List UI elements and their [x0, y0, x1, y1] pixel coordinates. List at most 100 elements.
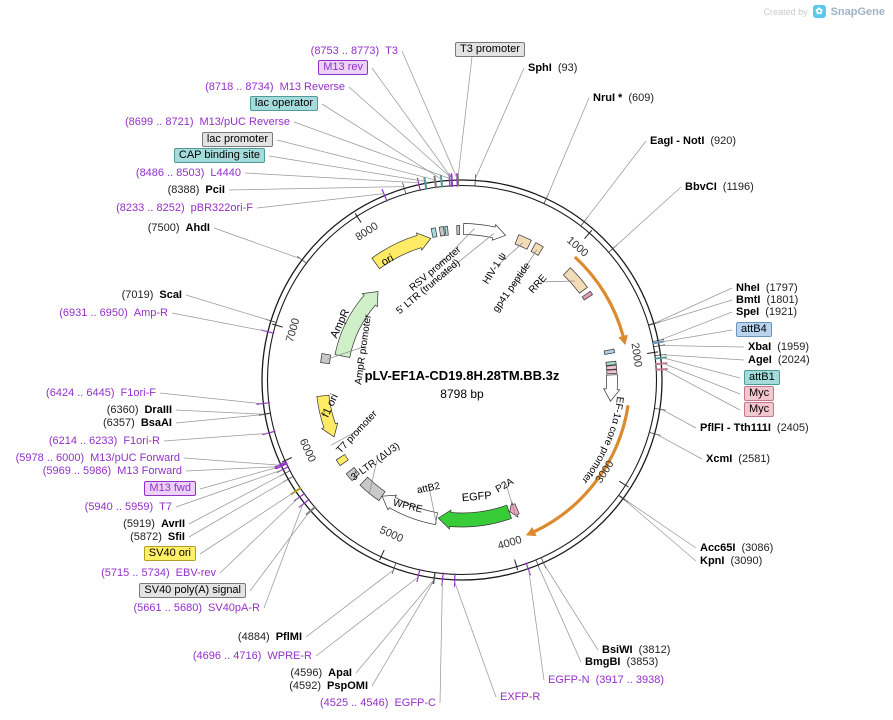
feature-3ltr-du3[interactable]	[359, 476, 386, 502]
callout-line	[199, 491, 295, 555]
inner-feature-label[interactable]: ori	[379, 252, 395, 268]
callout-line	[199, 466, 280, 490]
enzyme-label[interactable]: SpeI(1921)	[736, 305, 797, 319]
primer-label[interactable]: (6214 .. 6233)F1ori-R	[49, 434, 160, 448]
feature-misc-mark[interactable]	[581, 290, 593, 301]
feature-rre[interactable]	[562, 267, 588, 294]
cds-arc[interactable]	[533, 404, 630, 534]
feature-ampr[interactable]	[334, 291, 379, 358]
feature-f1-ori[interactable]	[316, 394, 339, 438]
callout-line	[228, 186, 404, 191]
enzyme-label[interactable]: EagI - NotI(920)	[650, 134, 736, 148]
callout-line	[655, 287, 733, 324]
primer-label[interactable]: (6424 .. 6445)F1ori-F	[46, 386, 156, 400]
enzyme-label[interactable]: NruI *(609)	[593, 91, 654, 105]
enzyme-label[interactable]: (8388)PciI	[168, 183, 225, 197]
feature-box-label[interactable]: CAP binding site	[173, 148, 265, 163]
primer-site-tick	[381, 188, 388, 202]
feature-box-label[interactable]: SV40 poly(A) signal	[139, 583, 246, 598]
feature-lac-operator[interactable]	[444, 225, 449, 236]
primer-label[interactable]: (5978 .. 6000)M13/pUC Forward	[16, 451, 180, 465]
feature-site-tick	[439, 174, 444, 188]
enzyme-label[interactable]: NheI(1797)	[736, 281, 798, 295]
site-name: AhdI	[185, 222, 210, 234]
feature-attB4[interactable]	[603, 348, 616, 355]
site-position: (5872)	[130, 531, 162, 543]
enzyme-label[interactable]: (5919)AvrII	[123, 517, 185, 531]
primer-label[interactable]: (6931 .. 6950)Amp-R	[59, 306, 168, 320]
feature-myc-2[interactable]	[606, 369, 618, 375]
primer-label[interactable]: (8486 .. 8503)L4440	[136, 166, 241, 180]
feature-egfp[interactable]	[437, 504, 512, 530]
primer-label[interactable]: EXFP-R	[500, 690, 540, 704]
feature-box-label[interactable]: M13 rev	[318, 60, 368, 75]
inner-feature-label[interactable]: attB2	[416, 481, 442, 497]
feature-cap-binding-site[interactable]	[430, 227, 438, 238]
feature-box-label[interactable]: attB4	[736, 322, 772, 337]
primer-label[interactable]: (8233 .. 8252)pBR322ori-F	[116, 201, 253, 215]
enzyme-label[interactable]: SphI(93)	[528, 61, 577, 75]
primer-label[interactable]: EGFP-N(3917 .. 3938)	[548, 673, 664, 687]
feature-t3-promoter[interactable]	[456, 225, 461, 235]
feature-ef1a-core-promoter[interactable]	[603, 374, 621, 402]
primer-label[interactable]: (5940 .. 5959)T7	[85, 500, 172, 514]
enzyme-label[interactable]: XbaI(1959)	[748, 340, 809, 354]
enzyme-label[interactable]: BsiWI(3812)	[602, 643, 670, 657]
feature-box-label[interactable]: T3 promoter	[455, 42, 525, 57]
enzyme-label[interactable]: BmgBI(3853)	[585, 655, 658, 669]
enzyme-label[interactable]: BmtI(1801)	[736, 293, 798, 307]
enzyme-label[interactable]: AgeI(2024)	[748, 353, 810, 367]
enzyme-label[interactable]: (5872)SfiI	[130, 530, 185, 544]
enzyme-label[interactable]: Acc65I(3086)	[700, 541, 773, 555]
primer-label[interactable]: (5661 .. 5680)SV40pA-R	[134, 601, 260, 615]
feature-box-label[interactable]: attB1	[744, 370, 780, 385]
primer-label[interactable]: (8699 .. 8721)M13/pUC Reverse	[125, 115, 290, 129]
enzyme-label[interactable]: (4596)ApaI	[290, 666, 352, 680]
feature-box-label[interactable]: Myc	[744, 402, 775, 417]
primer-label[interactable]: (5969 .. 5986)M13 Forward	[43, 464, 182, 478]
feature-box-label[interactable]: Myc	[744, 386, 775, 401]
feature-box-label[interactable]: M13 fwd	[144, 481, 196, 496]
feature-ampr-promoter[interactable]	[320, 353, 332, 365]
feature-sv40-polya[interactable]	[345, 467, 360, 482]
primer-site-tick	[262, 430, 276, 436]
primer-label[interactable]: (8718 .. 8734)M13 Reverse	[205, 80, 345, 94]
enzyme-label[interactable]: XcmI(2581)	[706, 452, 770, 466]
site-position: (8388)	[167, 184, 200, 196]
enzyme-label[interactable]: (6357)BsaAI	[103, 416, 172, 430]
primer-label[interactable]: (5715 .. 5734)EBV-rev	[101, 566, 216, 580]
feature-lac-promoter[interactable]	[438, 226, 445, 237]
enzyme-label[interactable]: KpnI(3090)	[700, 554, 762, 568]
feature-rsv-5ltr[interactable]	[463, 223, 507, 241]
feature-box-label[interactable]: SV40 ori	[143, 546, 196, 561]
enzyme-site-tick	[654, 344, 666, 348]
callout-line	[454, 581, 497, 698]
enzyme-label[interactable]: (6360)DraIII	[107, 403, 172, 417]
feature-sv40-ori[interactable]	[335, 454, 349, 467]
enzyme-label[interactable]: (7019)ScaI	[122, 288, 182, 302]
primer-label[interactable]: (4696 .. 4716)WPRE-R	[193, 649, 312, 663]
position-label: 2000	[629, 342, 644, 368]
enzyme-label[interactable]: (4884)PflMI	[238, 630, 302, 644]
primer-label[interactable]: (4525 .. 4546)EGFP-C	[320, 696, 436, 710]
feature-gp41-peptide[interactable]	[530, 242, 544, 256]
cds-arc[interactable]	[573, 255, 625, 338]
feature-wpre[interactable]	[381, 494, 438, 526]
feature-myc-1[interactable]	[605, 364, 617, 371]
feature-box-label[interactable]: lac operator	[249, 96, 318, 111]
callout-line	[543, 564, 599, 651]
primer-site-tick	[293, 492, 306, 502]
feature-attB1[interactable]	[605, 360, 617, 366]
feature-ori[interactable]	[371, 232, 432, 270]
enzyme-label[interactable]: (4592)PspOMI	[289, 679, 368, 693]
callout-line	[183, 457, 279, 466]
feature-p2a[interactable]	[509, 501, 520, 518]
site-name: F1ori-F	[120, 387, 156, 399]
inner-feature-label[interactable]: EGFP	[461, 490, 492, 505]
enzyme-label[interactable]: (7500)AhdI	[148, 221, 210, 235]
primer-label[interactable]: (8753 .. 8773)T3	[311, 44, 398, 58]
enzyme-label[interactable]: PflFI - Tth111I(2405)	[700, 421, 809, 435]
enzyme-label[interactable]: BbvCI(1196)	[685, 180, 754, 194]
feature-box-label[interactable]: lac promoter	[201, 132, 273, 147]
